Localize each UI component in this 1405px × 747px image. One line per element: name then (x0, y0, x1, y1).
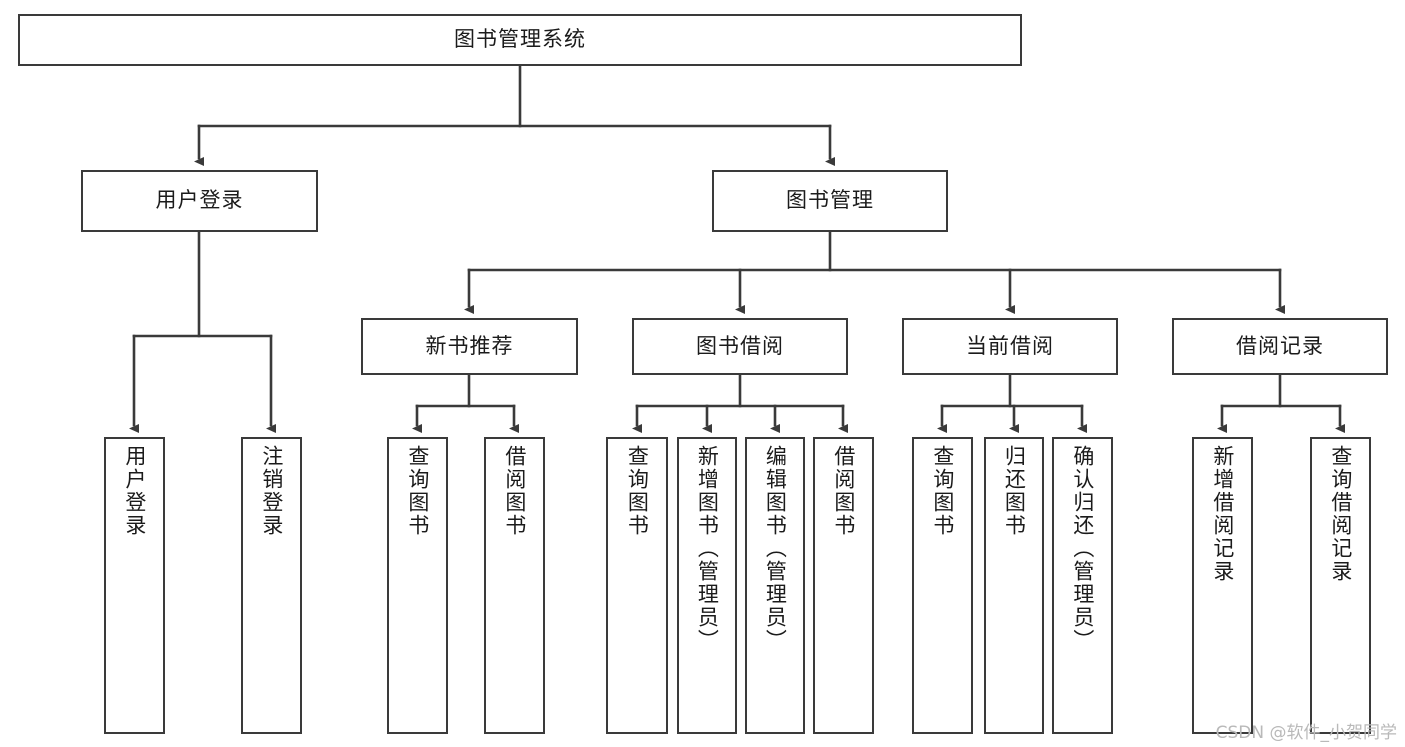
node-leaf-borrow-book[interactable]: 借阅图书 (813, 437, 874, 734)
node-leaf-query-borrow-record-label: 查询借阅记录 (1328, 445, 1353, 583)
node-borrow-record-label: 借阅记录 (1236, 333, 1324, 358)
node-leaf-user-login-label: 用户登录 (122, 445, 147, 537)
node-leaf-confirm-return-admin[interactable]: 确认归还（管理员） (1052, 437, 1113, 734)
node-root-label: 图书管理系统 (454, 27, 586, 52)
node-leaf-query-borrow-record[interactable]: 查询借阅记录 (1310, 437, 1371, 734)
node-leaf-confirm-return-admin-label: 确认归还（管理员） (1070, 445, 1095, 652)
node-leaf-query-book-borrow[interactable]: 查询图书 (606, 437, 668, 734)
node-leaf-add-borrow-record[interactable]: 新增借阅记录 (1192, 437, 1253, 734)
node-leaf-user-login[interactable]: 用户登录 (104, 437, 165, 734)
node-book-borrow-label: 图书借阅 (696, 333, 784, 358)
node-leaf-return-book[interactable]: 归还图书 (984, 437, 1044, 734)
node-leaf-borrow-book-rec-label: 借阅图书 (502, 445, 527, 537)
node-leaf-query-book-rec-label: 查询图书 (405, 445, 430, 537)
node-book-manage[interactable]: 图书管理 (712, 170, 948, 232)
node-book-manage-label: 图书管理 (786, 188, 874, 213)
node-book-borrow[interactable]: 图书借阅 (632, 318, 848, 375)
node-leaf-query-book-borrow-label: 查询图书 (625, 445, 650, 537)
node-leaf-edit-book-admin[interactable]: 编辑图书（管理员） (745, 437, 805, 734)
node-leaf-add-book-admin-label: 新增图书（管理员） (695, 445, 720, 652)
node-borrow-record[interactable]: 借阅记录 (1172, 318, 1388, 375)
node-leaf-borrow-book-rec[interactable]: 借阅图书 (484, 437, 545, 734)
node-leaf-add-book-admin[interactable]: 新增图书（管理员） (677, 437, 737, 734)
node-user-login-label: 用户登录 (155, 188, 244, 213)
node-leaf-borrow-book-label: 借阅图书 (831, 445, 856, 537)
node-new-book-recommend[interactable]: 新书推荐 (361, 318, 578, 375)
node-leaf-user-logout[interactable]: 注销登录 (241, 437, 302, 734)
node-new-book-recommend-label: 新书推荐 (425, 333, 514, 358)
node-user-login[interactable]: 用户登录 (81, 170, 318, 232)
node-root[interactable]: 图书管理系统 (18, 14, 1022, 66)
node-leaf-edit-book-admin-label: 编辑图书（管理员） (763, 445, 788, 652)
node-current-borrow[interactable]: 当前借阅 (902, 318, 1118, 375)
tree-connectors (129, 64, 1345, 433)
node-leaf-add-borrow-record-label: 新增借阅记录 (1210, 445, 1235, 583)
node-leaf-query-book-current[interactable]: 查询图书 (912, 437, 973, 734)
node-leaf-query-book-rec[interactable]: 查询图书 (387, 437, 448, 734)
node-current-borrow-label: 当前借阅 (966, 333, 1054, 358)
node-leaf-query-book-current-label: 查询图书 (930, 445, 955, 537)
node-leaf-user-logout-label: 注销登录 (259, 445, 284, 537)
node-leaf-return-book-label: 归还图书 (1002, 445, 1027, 537)
